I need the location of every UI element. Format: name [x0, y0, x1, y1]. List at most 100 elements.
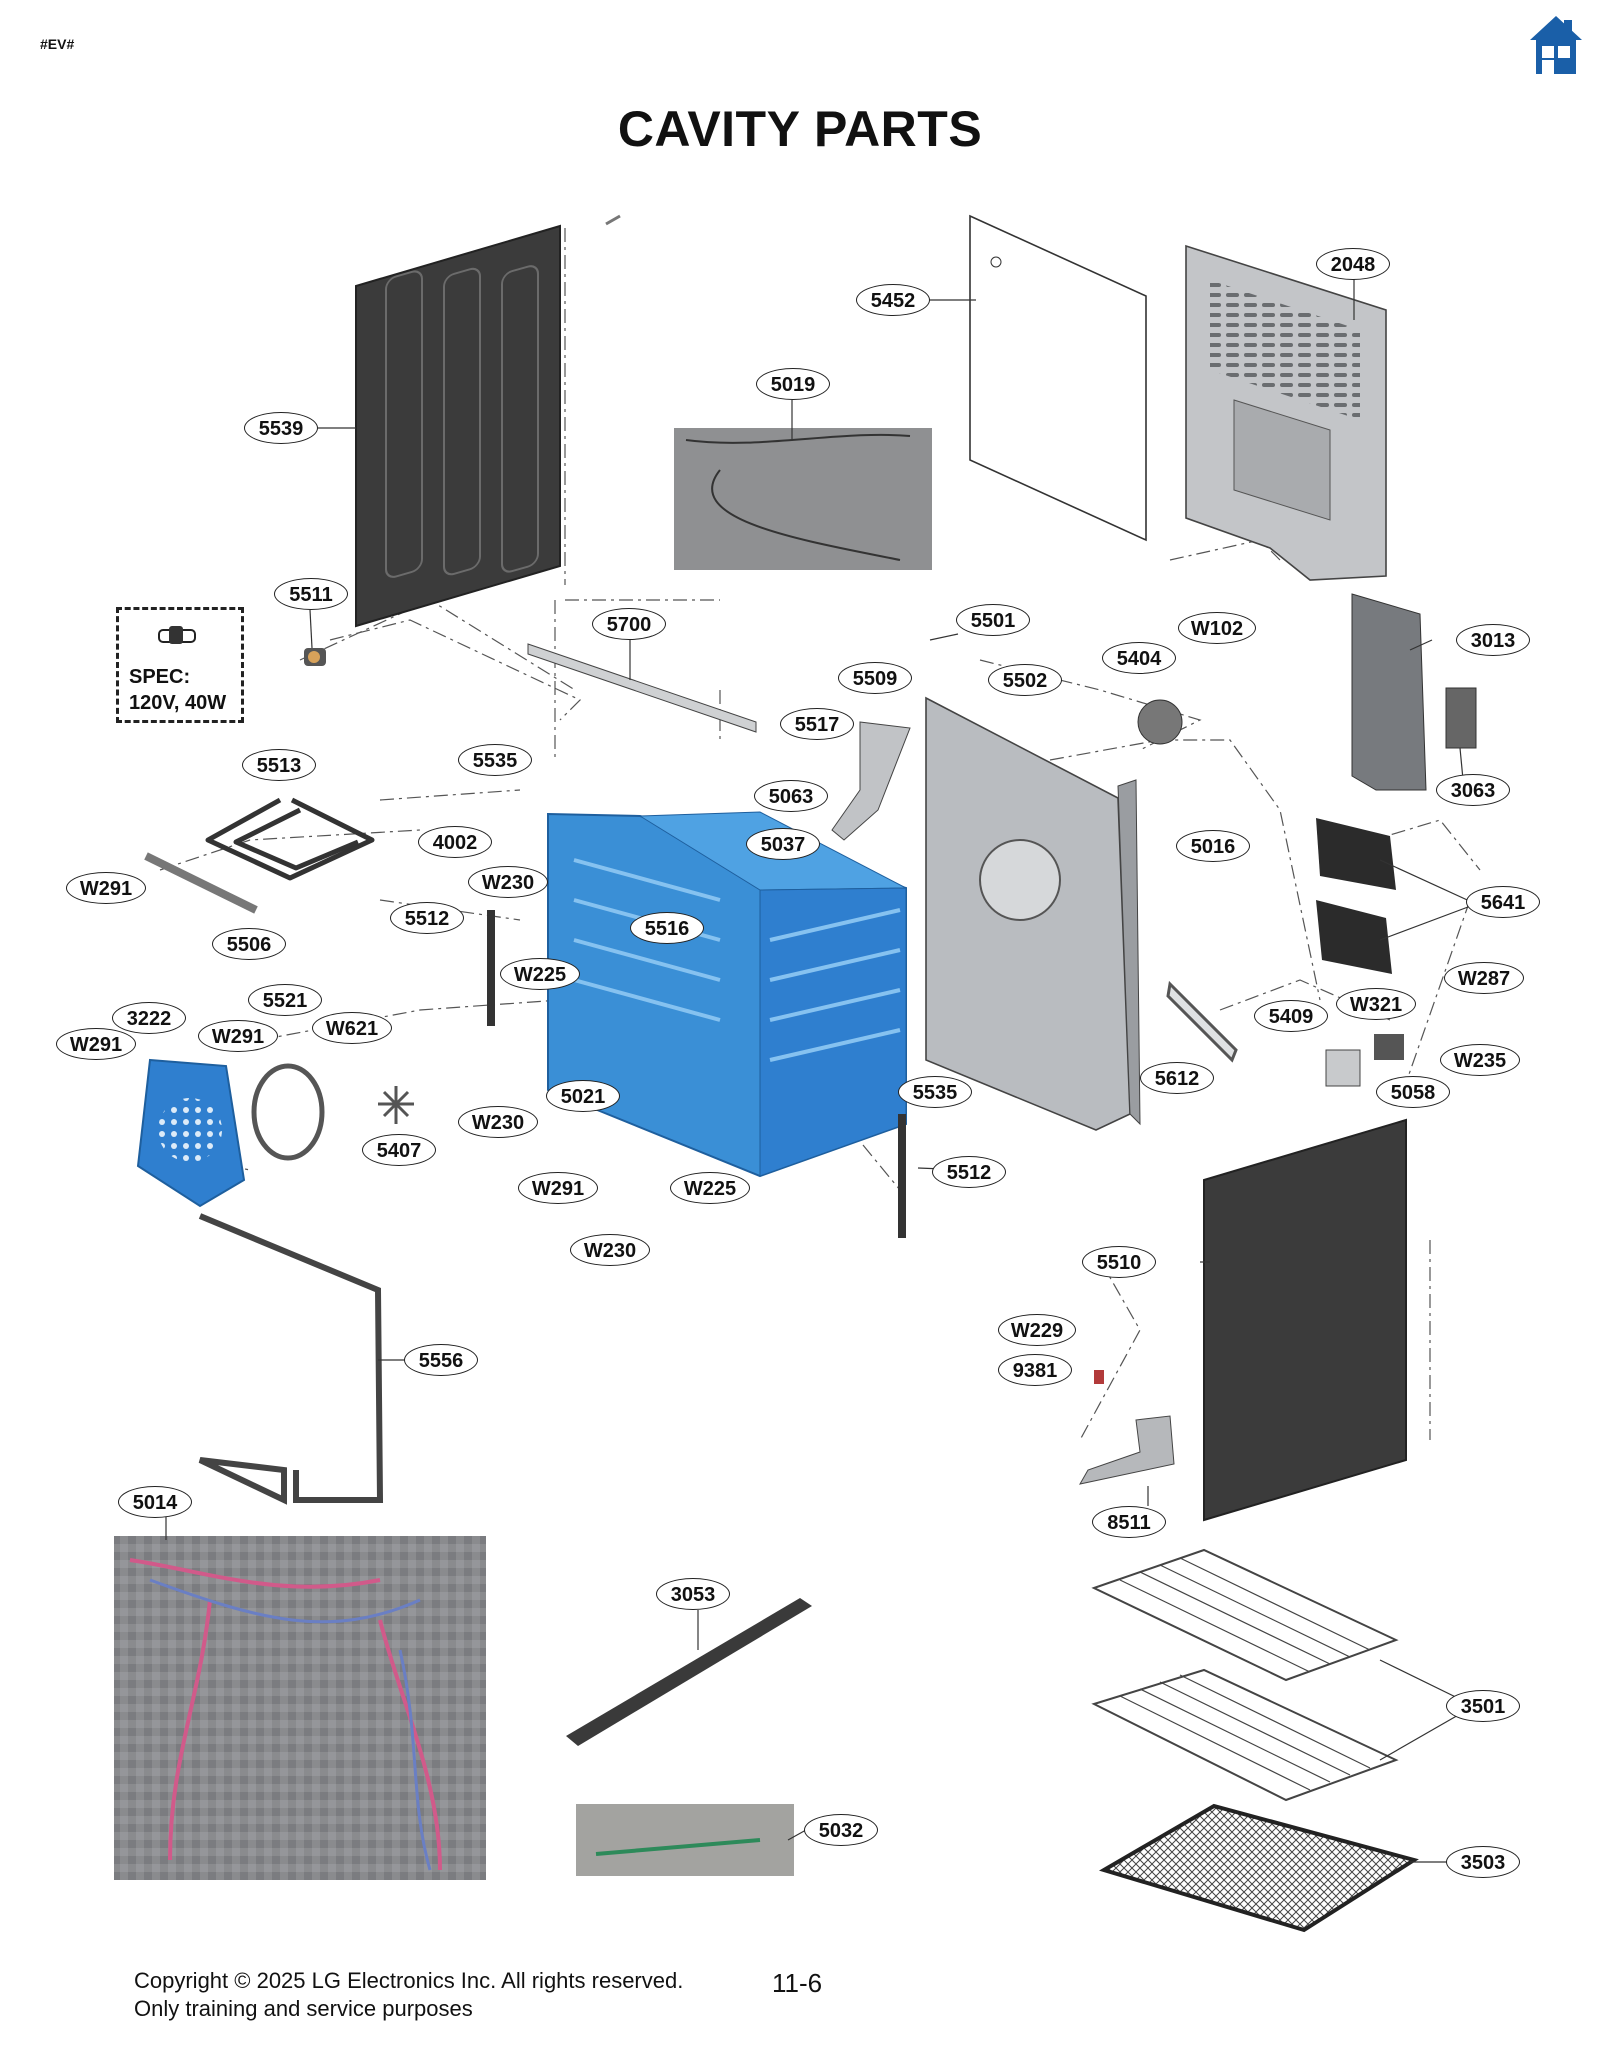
rear-cover [1185, 244, 1387, 581]
callout-5021: 5021 [546, 1080, 620, 1112]
wire-harness-photo [114, 1536, 486, 1880]
heat-shield [1166, 980, 1238, 1063]
oven-cavity [547, 811, 907, 1178]
relay-bottom [1316, 900, 1392, 974]
home-icon[interactable] [1528, 14, 1584, 76]
callout-3063: 3063 [1436, 774, 1510, 806]
callout-W291-c: W291 [198, 1020, 278, 1052]
callout-5014: 5014 [118, 1486, 192, 1518]
convection-fan [378, 1086, 414, 1124]
oven-lamp [304, 648, 326, 666]
callout-5058: 5058 [1376, 1076, 1450, 1108]
callout-2048: 2048 [1316, 248, 1390, 280]
oven-rack-top [1091, 1548, 1399, 1682]
insulation-strip-left [487, 910, 495, 1026]
callout-5700: 5700 [592, 608, 666, 640]
callout-W235: W235 [1440, 1044, 1520, 1076]
callout-W291-d: W291 [518, 1172, 598, 1204]
thermal-fuse [1094, 1370, 1104, 1384]
callout-3013: 3013 [1456, 624, 1530, 656]
callout-5641: 5641 [1466, 886, 1540, 918]
callout-5612: 5612 [1140, 1062, 1214, 1094]
callout-W287: W287 [1444, 962, 1524, 994]
callout-5517: 5517 [780, 708, 854, 740]
page-title: CAVITY PARTS [617, 101, 983, 157]
callout-5502: 5502 [988, 664, 1062, 696]
callout-5539: 5539 [244, 412, 318, 444]
control-board [1445, 687, 1477, 749]
oven-rack-bottom [1091, 1668, 1399, 1802]
lamp-socket-icon [158, 626, 196, 644]
callout-W225-b: W225 [670, 1172, 750, 1204]
callout-5513: 5513 [242, 749, 316, 781]
spec-box: SPEC: 120V, 40W [116, 607, 244, 723]
callout-5506: 5506 [212, 928, 286, 960]
callout-5407: 5407 [362, 1134, 436, 1166]
relay-top [1316, 818, 1396, 890]
callout-5511: 5511 [274, 578, 348, 610]
callout-3053: 3053 [656, 1578, 730, 1610]
callout-5535-top: 5535 [458, 744, 532, 776]
terminal-block [1325, 1049, 1361, 1087]
callout-8511: 8511 [1092, 1506, 1166, 1538]
callout-5509: 5509 [838, 662, 912, 694]
page-number: 11-6 [772, 1968, 823, 1998]
callout-5501: 5501 [956, 604, 1030, 636]
callout-5037: 5037 [746, 828, 820, 860]
insulation-strip-right [898, 1114, 906, 1238]
callout-9381: 9381 [998, 1354, 1072, 1386]
callout-W291-b: W291 [56, 1028, 136, 1060]
callout-5409: 5409 [1254, 1000, 1328, 1032]
convection-motor [1137, 699, 1183, 745]
side-panel-right [1203, 1118, 1407, 1522]
top-bracket [527, 643, 757, 733]
door-gasket [198, 1213, 384, 1505]
door-seal [566, 1598, 812, 1746]
document-tag: #EV# [40, 36, 75, 52]
callout-W230-b: W230 [458, 1106, 538, 1138]
callout-5016: 5016 [1176, 830, 1250, 862]
terminal-switch [1374, 1034, 1404, 1060]
callout-5516: 5516 [630, 912, 704, 944]
callout-5521: 5521 [248, 984, 322, 1016]
callout-W225-a: W225 [500, 958, 580, 990]
side-panel-left [355, 224, 561, 628]
callout-W321: W321 [1336, 988, 1416, 1020]
spec-label: SPEC: [129, 666, 191, 688]
callout-W621: W621 [312, 1012, 392, 1044]
insulation-board [969, 214, 1147, 542]
callout-5063: 5063 [754, 780, 828, 812]
fan-cover [136, 1058, 246, 1208]
callout-5032: 5032 [804, 1814, 878, 1846]
callout-5452: 5452 [856, 284, 930, 316]
callout-3222: 3222 [112, 1002, 186, 1034]
callout-5404: 5404 [1102, 642, 1176, 674]
callout-3503: 3503 [1446, 1846, 1520, 1878]
air-duct [831, 721, 911, 841]
copyright-text: Copyright © 2025 LG Electronics Inc. All… [134, 1968, 684, 1993]
broil-element [205, 797, 375, 881]
callout-5019: 5019 [756, 368, 830, 400]
air-fry-basket [1099, 1803, 1419, 1933]
side-rail [144, 852, 258, 914]
callout-W230-c: W230 [570, 1234, 650, 1266]
callout-5512-left: 5512 [390, 902, 464, 934]
back-frame [925, 696, 1141, 1131]
hinge-receiver [1079, 1415, 1175, 1485]
callout-W102: W102 [1178, 612, 1256, 644]
callout-W291-a: W291 [66, 872, 146, 904]
control-bracket [1351, 593, 1427, 791]
screw-icon [605, 214, 621, 226]
convection-element [251, 1063, 325, 1161]
callout-4002: 4002 [418, 826, 492, 858]
callout-5512-right: 5512 [932, 1156, 1006, 1188]
spec-value: 120V, 40W [129, 692, 227, 714]
callout-5535-bottom: 5535 [898, 1076, 972, 1108]
wire-photo-5019 [674, 428, 932, 570]
callout-W229: W229 [998, 1314, 1076, 1346]
callout-5510: 5510 [1082, 1246, 1156, 1278]
ground-wire-photo [576, 1804, 794, 1876]
callout-3501: 3501 [1446, 1690, 1520, 1722]
usage-note: Only training and service purposes [134, 1996, 473, 2021]
